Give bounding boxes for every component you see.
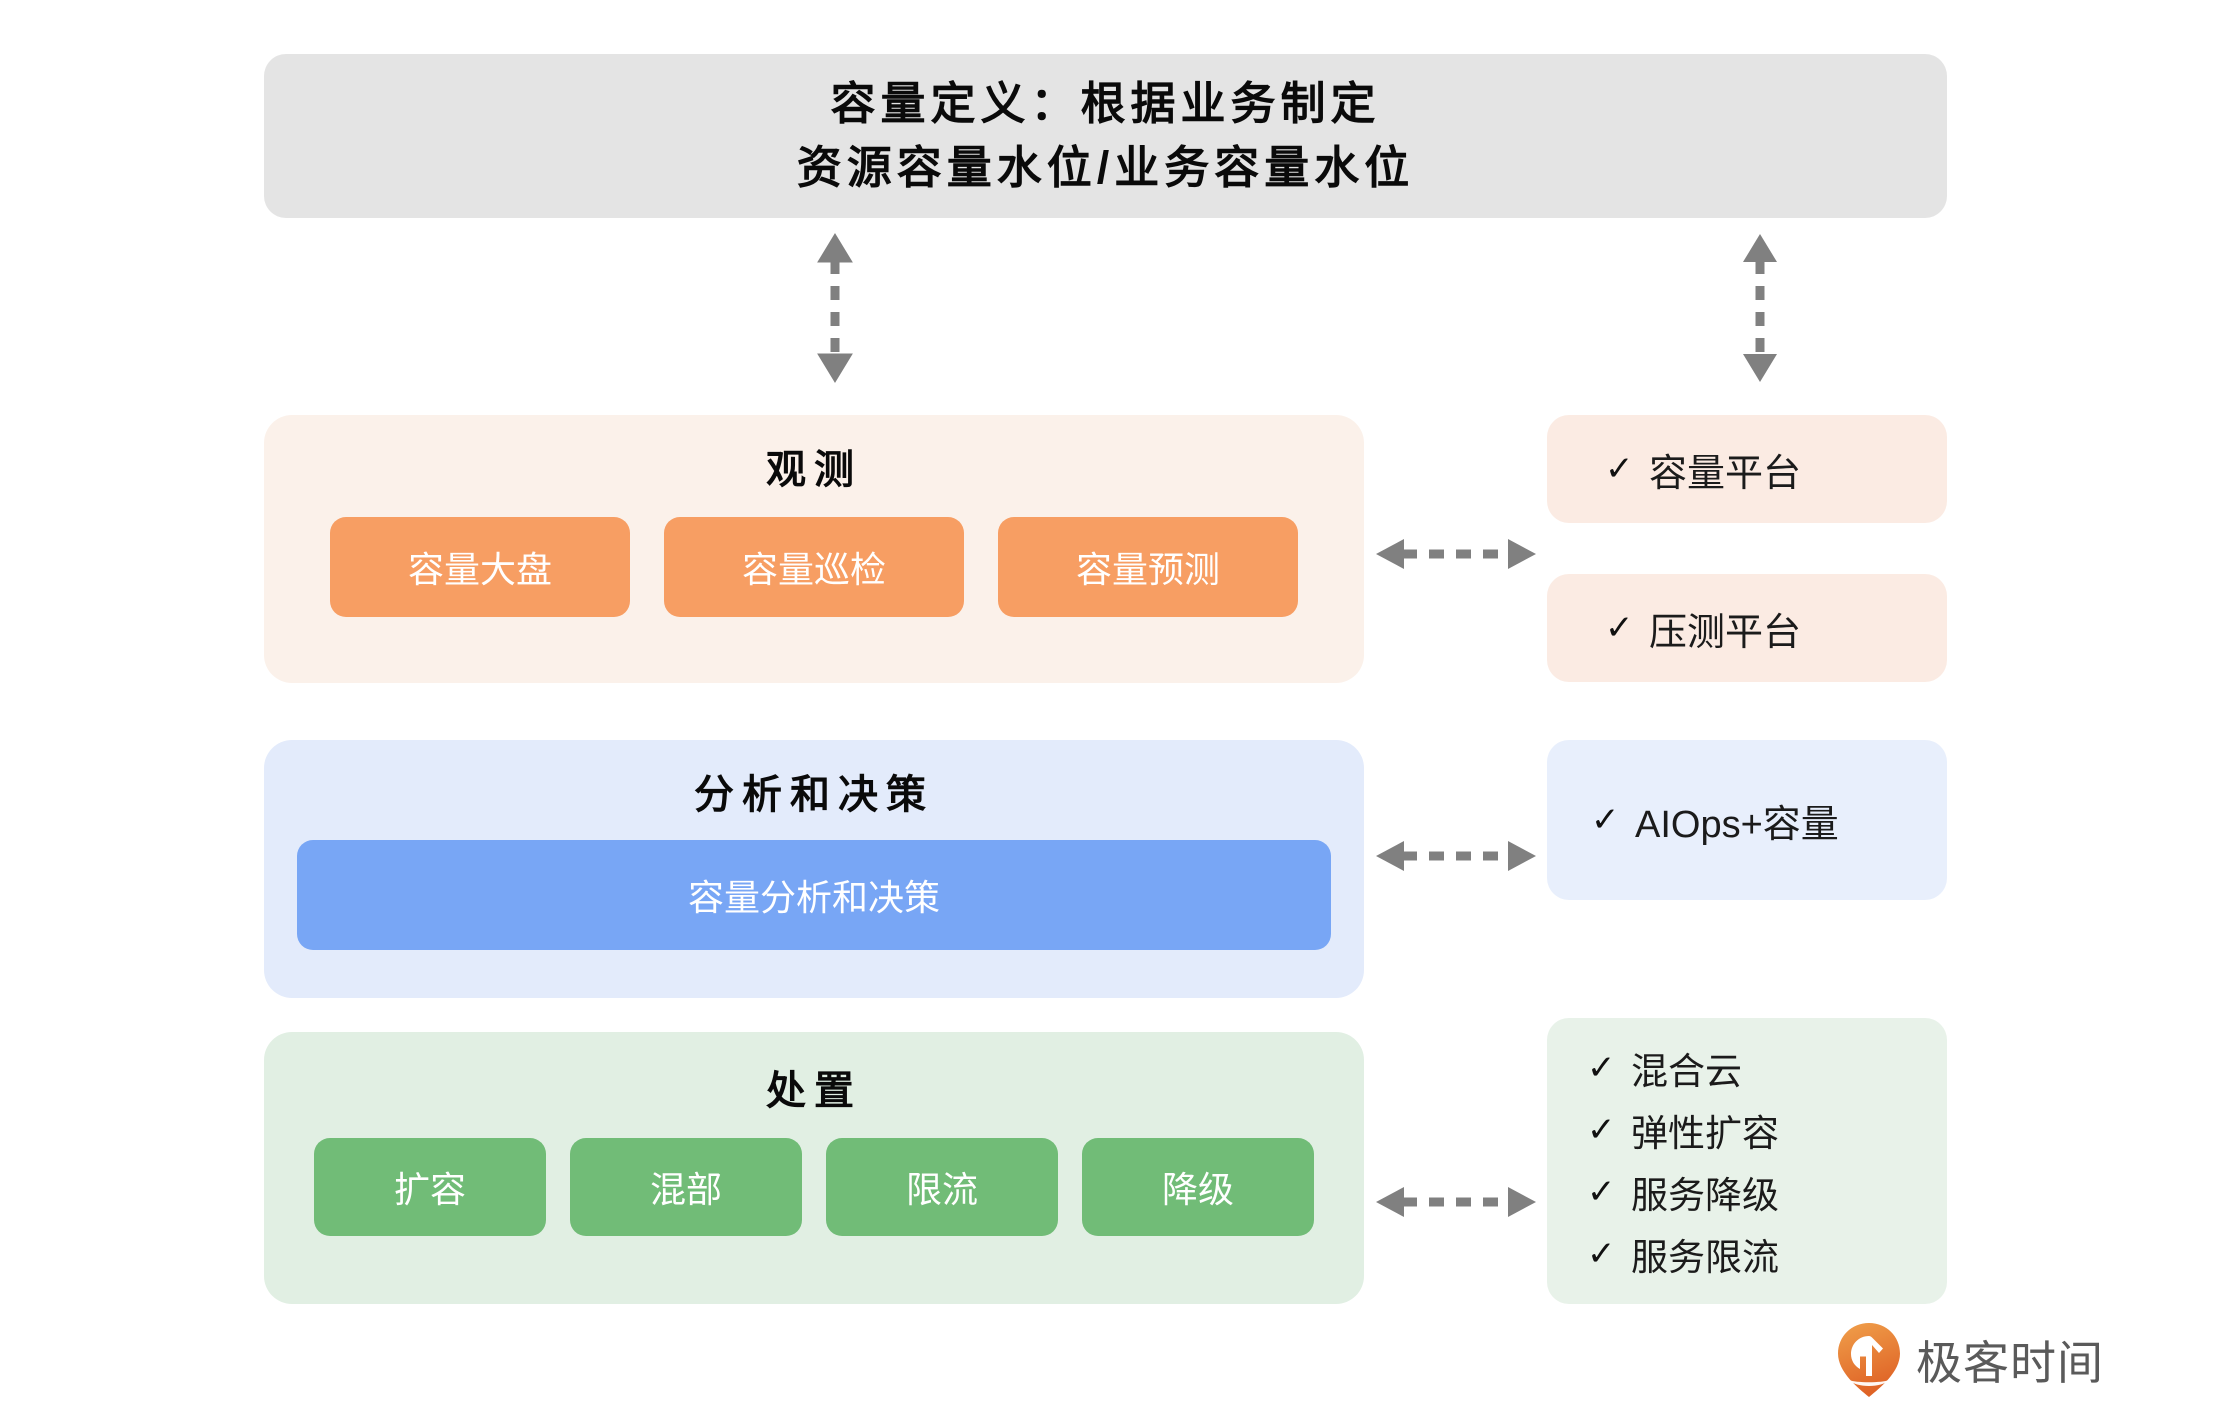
- check-icon: ✓: [1591, 801, 1620, 839]
- brand-name: 极客时间: [1916, 1337, 2104, 1389]
- list-item: ✓ 混合云: [1587, 1041, 1947, 1095]
- banner-line-2: 资源容量水位/业务容量水位: [796, 142, 1415, 193]
- horizontal-arrow-analysis: [1374, 838, 1538, 874]
- side-card-label: AIOps+容量: [1635, 803, 1839, 846]
- layer-disposal-chip-row: 扩容 混部 限流 降级: [314, 1138, 1314, 1236]
- chip-degradation[interactable]: 降级: [1082, 1138, 1314, 1236]
- horizontal-arrow-observation: [1374, 536, 1538, 572]
- chip-scale-out[interactable]: 扩容: [314, 1138, 546, 1236]
- list-item: ✓ 服务限流: [1587, 1227, 1947, 1281]
- layer-analysis-title: 分析和决策: [694, 773, 934, 817]
- check-icon: ✓: [1605, 450, 1634, 488]
- check-icon: ✓: [1605, 609, 1634, 647]
- chip-rate-limit[interactable]: 限流: [826, 1138, 1058, 1236]
- list-item: ✓ 服务降级: [1587, 1165, 1947, 1219]
- check-icon: ✓: [1587, 1049, 1616, 1087]
- check-icon: ✓: [1587, 1111, 1616, 1149]
- chip-capacity-inspection[interactable]: 容量巡检: [664, 517, 964, 617]
- side-card-label: 弹性扩容: [1631, 1113, 1779, 1154]
- chip-capacity-dashboard[interactable]: 容量大盘: [330, 517, 630, 617]
- list-item: ✓ AIOps+容量: [1591, 793, 1947, 848]
- side-card-label: 服务限流: [1631, 1237, 1779, 1278]
- side-card-stress-platform: ✓ 压测平台: [1547, 574, 1947, 682]
- layer-analysis-chip-row: 容量分析和决策: [297, 840, 1331, 950]
- capacity-definition-banner: 容量定义：根据业务制定 资源容量水位/业务容量水位: [264, 54, 1947, 218]
- brand-logo: 极客时间: [1836, 1322, 2104, 1398]
- layer-observation-chip-row: 容量大盘 容量巡检 容量预测: [330, 517, 1298, 617]
- geektime-pin-icon: [1836, 1322, 1902, 1398]
- horizontal-arrow-disposal: [1374, 1184, 1538, 1220]
- side-card-label: 容量平台: [1649, 452, 1802, 495]
- side-card-aiops: ✓ AIOps+容量: [1547, 740, 1947, 900]
- layer-disposal: 处置 扩容 混部 限流 降级: [264, 1032, 1364, 1304]
- layer-observation-title: 观测: [766, 448, 862, 492]
- side-card-label: 混合云: [1631, 1051, 1742, 1092]
- side-card-disposal-capabilities: ✓ 混合云 ✓ 弹性扩容 ✓ 服务降级 ✓ 服务限流: [1547, 1018, 1947, 1304]
- check-icon: ✓: [1587, 1173, 1616, 1211]
- chip-colocation[interactable]: 混部: [570, 1138, 802, 1236]
- chip-capacity-forecast[interactable]: 容量预测: [998, 517, 1298, 617]
- list-item: ✓ 容量平台: [1605, 442, 1947, 497]
- layer-observation: 观测 容量大盘 容量巡检 容量预测: [264, 415, 1364, 683]
- chip-capacity-analysis-decision[interactable]: 容量分析和决策: [297, 840, 1331, 950]
- side-card-capacity-platform: ✓ 容量平台: [1547, 415, 1947, 523]
- list-item: ✓ 弹性扩容: [1587, 1103, 1947, 1157]
- side-card-label: 服务降级: [1631, 1175, 1779, 1216]
- vertical-arrow-right: [1740, 232, 1780, 384]
- side-card-label: 压测平台: [1649, 611, 1802, 654]
- layer-disposal-title: 处置: [766, 1069, 862, 1113]
- banner-line-1: 容量定义：根据业务制定: [830, 78, 1381, 130]
- layer-analysis: 分析和决策 容量分析和决策: [264, 740, 1364, 998]
- vertical-arrow-left: [815, 232, 855, 384]
- check-icon: ✓: [1587, 1235, 1616, 1273]
- list-item: ✓ 压测平台: [1605, 601, 1947, 656]
